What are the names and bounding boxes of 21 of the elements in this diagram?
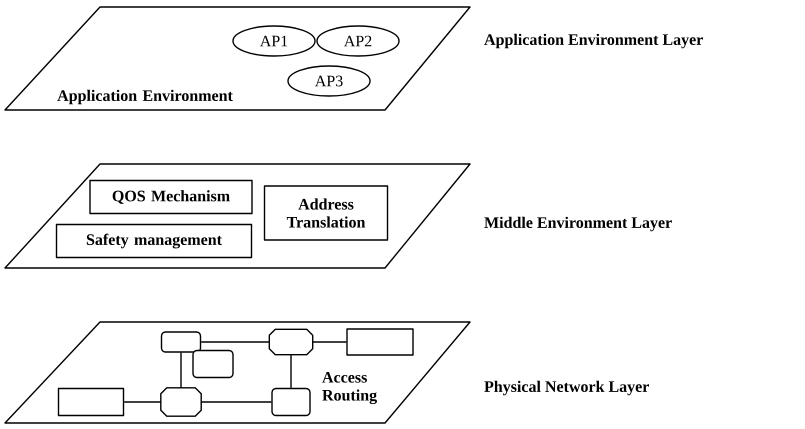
layer-plane bbox=[4, 163, 471, 269]
router-box bbox=[271, 388, 311, 416]
connector-line bbox=[312, 341, 346, 343]
connector-line bbox=[180, 352, 182, 388]
module-box: QOS Mechanism bbox=[89, 180, 253, 214]
connector-line bbox=[201, 401, 272, 403]
connector-line bbox=[201, 341, 270, 343]
layer-plane: Access Routing bbox=[4, 321, 471, 424]
router-box bbox=[160, 331, 202, 353]
layer-label: Application Environment Layer bbox=[484, 34, 703, 48]
switch-octagon bbox=[268, 328, 314, 356]
module-box: Address Translation bbox=[264, 185, 388, 241]
layer-label: Physical Network Layer bbox=[484, 380, 649, 396]
switch-octagon bbox=[160, 387, 202, 417]
layer-label: Middle Environment Layer bbox=[484, 216, 672, 232]
network-device bbox=[346, 328, 414, 356]
connector-line bbox=[290, 354, 292, 388]
module-box: Safety management bbox=[56, 224, 252, 258]
connector-line bbox=[124, 401, 161, 403]
network-device bbox=[58, 388, 124, 416]
router-box bbox=[192, 350, 234, 378]
